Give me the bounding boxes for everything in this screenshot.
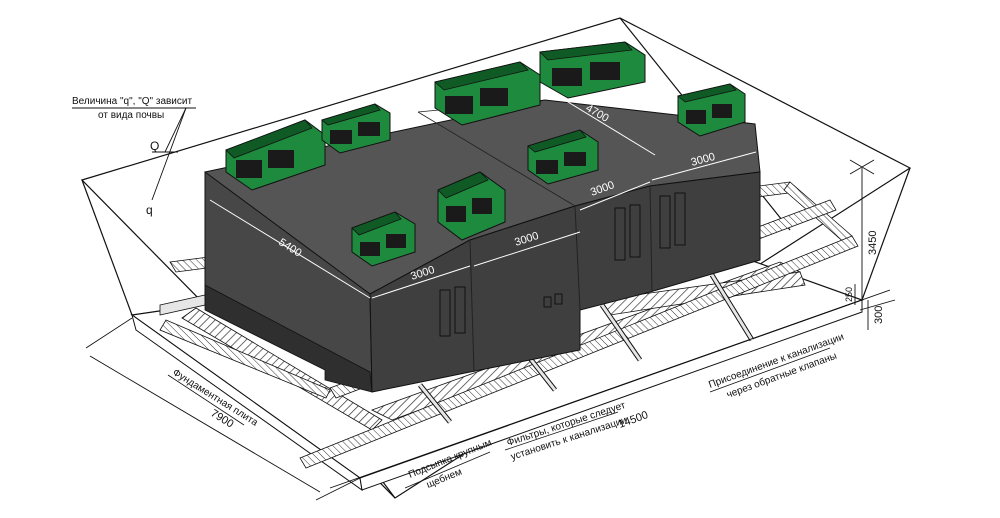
building-windows — [439, 192, 686, 337]
roof-unit — [539, 41, 646, 99]
roof-unit — [677, 83, 746, 137]
soil-note: Величина "q", "Q" зависит от вида почвы … — [72, 96, 196, 217]
roof-unit — [434, 61, 541, 126]
soil-note-line1: Величина "q", "Q" зависит — [72, 96, 192, 107]
building-dimension-lines — [209, 87, 757, 299]
building-base — [204, 284, 373, 393]
roof-unit — [225, 119, 326, 191]
soil-note-line2: от вида почвы — [98, 110, 164, 121]
roof-units — [225, 41, 746, 267]
dim-250: 250 — [844, 287, 854, 302]
label-q: q — [146, 203, 153, 217]
dim-3450: 3450 — [867, 231, 879, 255]
roof-unit — [437, 171, 506, 241]
roof-unit — [321, 103, 391, 154]
building-face-front — [369, 171, 761, 393]
label-Q: Q — [150, 139, 159, 153]
roof-unit — [351, 211, 416, 267]
dim-300: 300 — [873, 306, 885, 324]
external-dimension-lines — [85, 159, 896, 501]
roof-unit — [527, 129, 599, 185]
